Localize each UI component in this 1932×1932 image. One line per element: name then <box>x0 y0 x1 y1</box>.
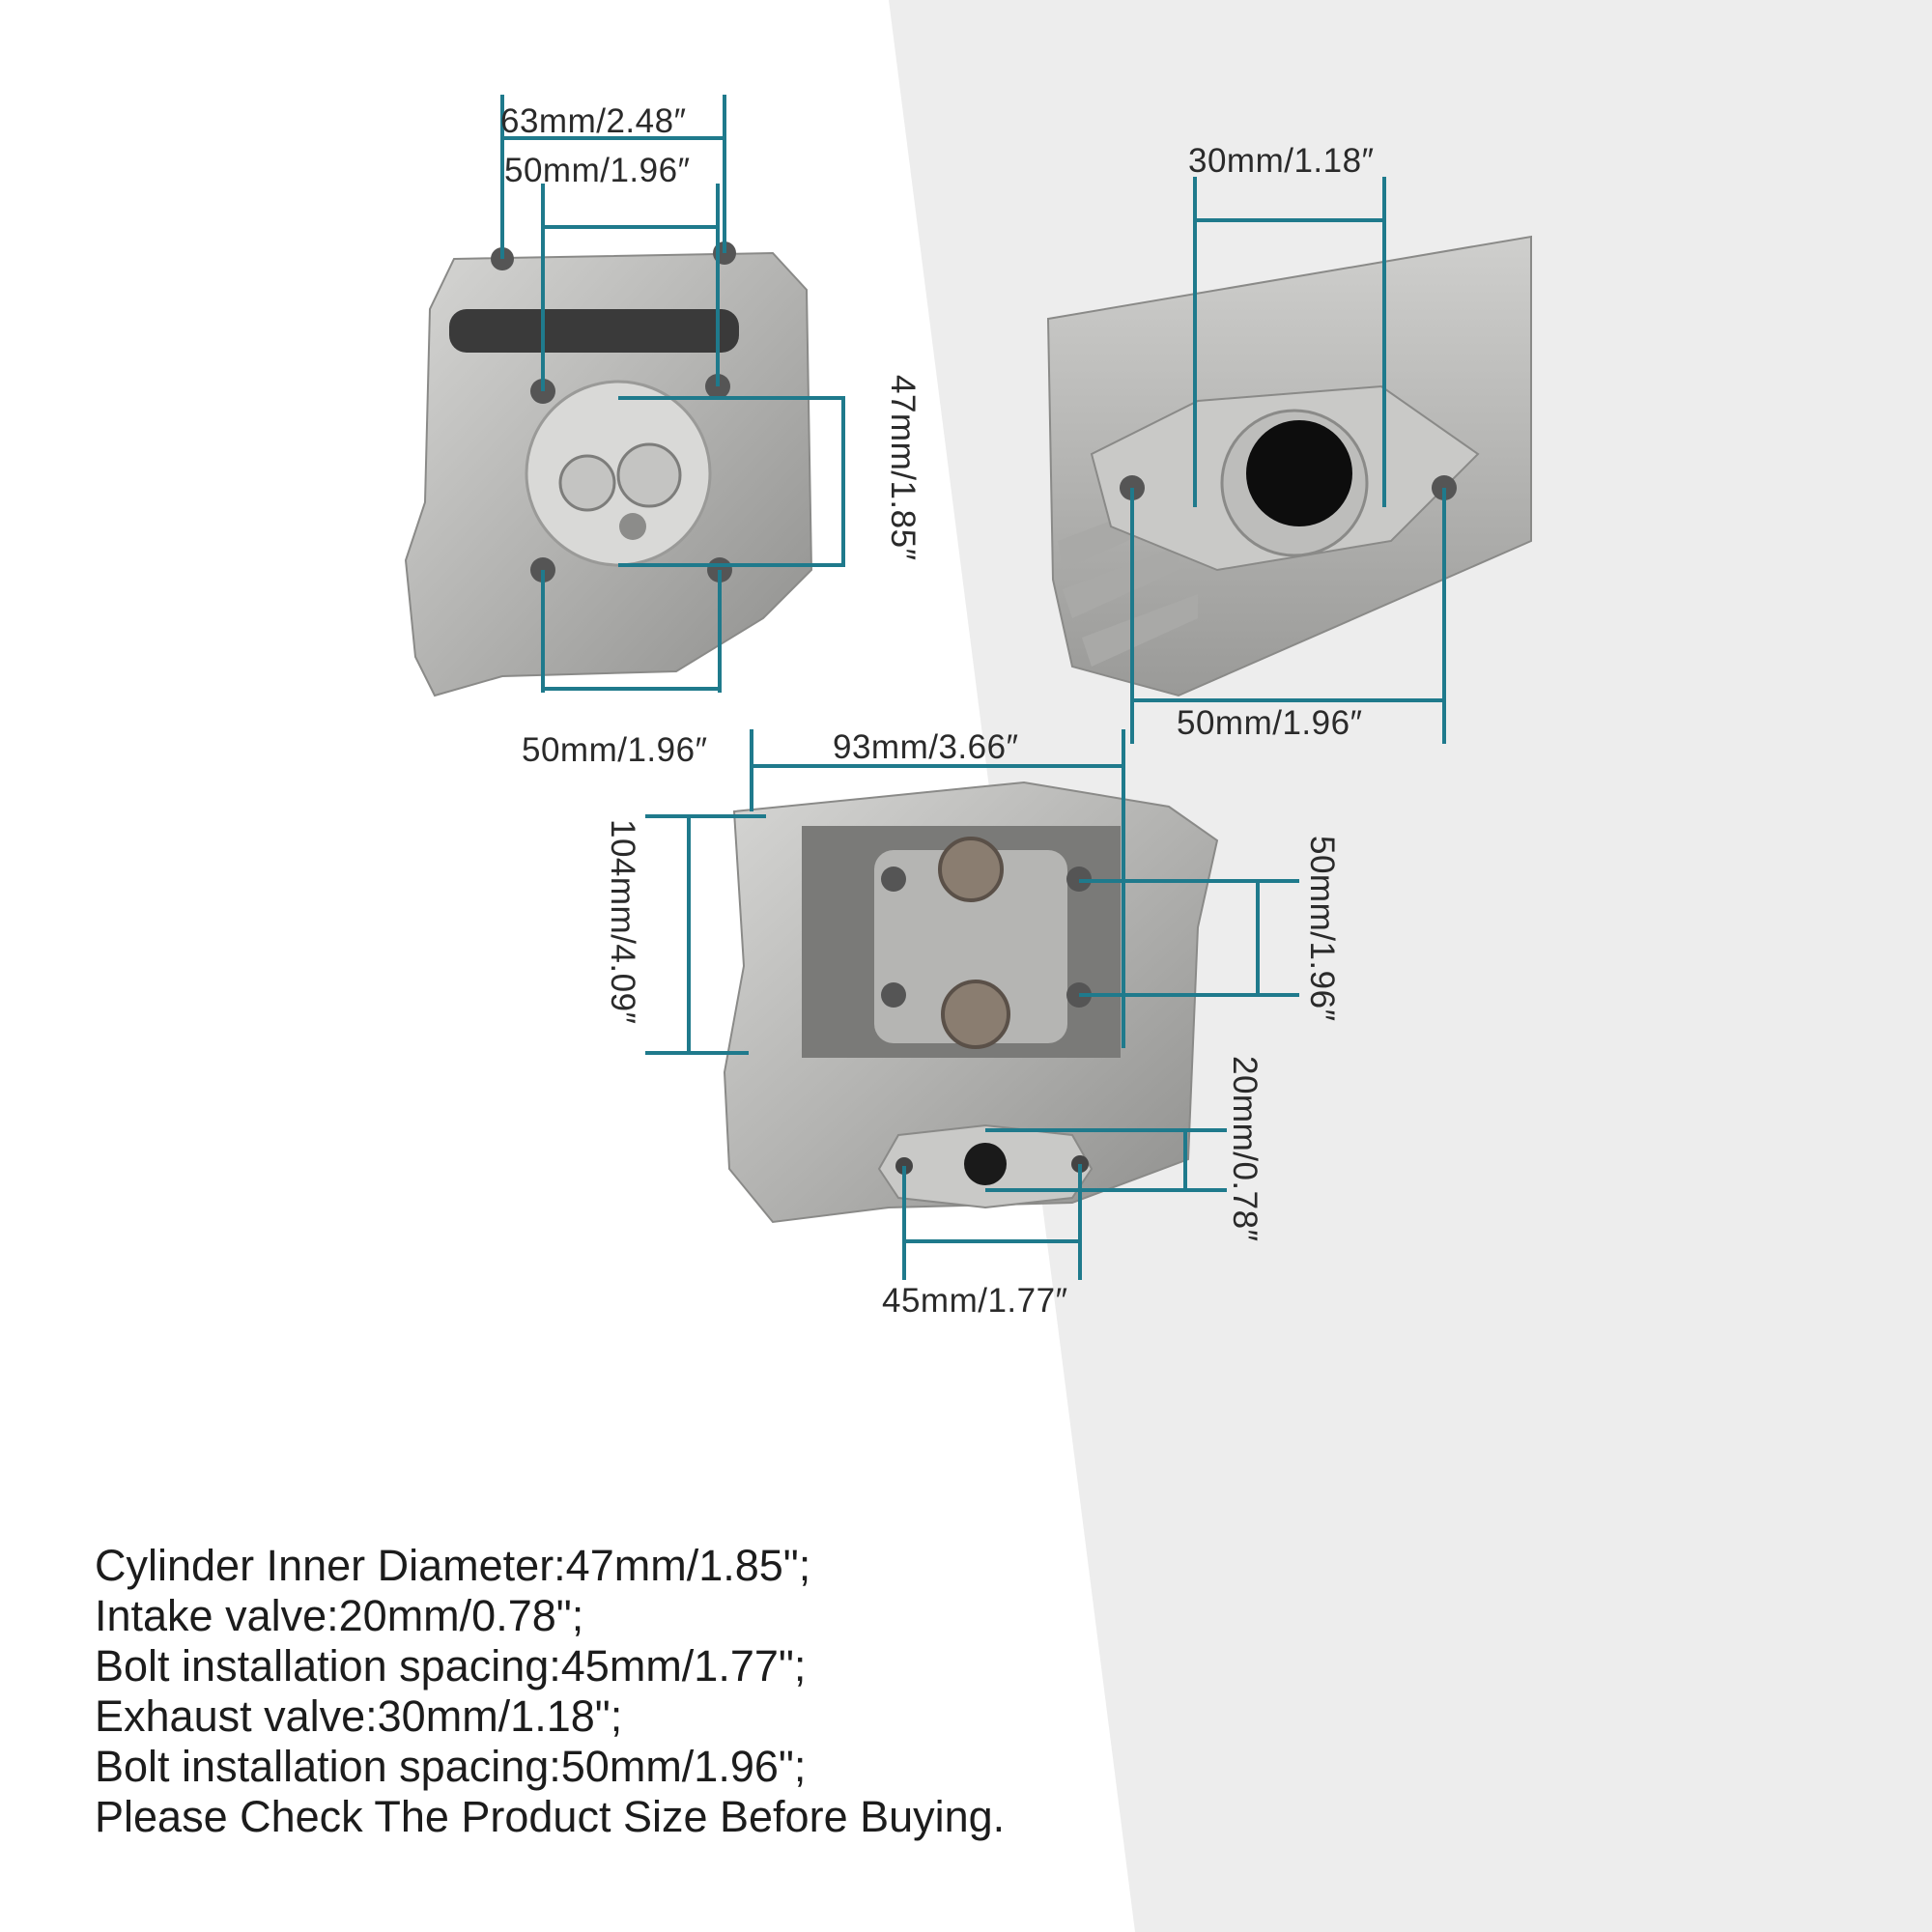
exhaust-port-hole <box>1246 420 1352 526</box>
spec-line: Bolt installation spacing:50mm/1.96"; <box>95 1742 807 1791</box>
fin <box>1082 594 1198 667</box>
camshaft-block <box>874 850 1067 1043</box>
rocker-bolt-hole <box>881 982 906 1008</box>
dim-label-intake-port: 20mm/0.78″ <box>1226 1056 1264 1241</box>
spark-plug-hole <box>619 513 646 540</box>
spec-line: Intake valve:20mm/0.78"; <box>95 1591 584 1640</box>
dim-label-exhaust-port: 30mm/1.18″ <box>1188 142 1374 180</box>
dim-label-head-height: 104mm/4.09″ <box>604 819 641 1024</box>
dim-label-exhaust-bolt: 50mm/1.96″ <box>1177 704 1362 742</box>
dim-label-head-stud: 50mm/1.96″ <box>1303 836 1341 1021</box>
spec-line: Bolt installation spacing:45mm/1.77"; <box>95 1641 807 1690</box>
dim-label-top-bottom-width: 50mm/1.96″ <box>522 731 707 769</box>
dim-label-bore: 47mm/1.85″ <box>884 375 922 560</box>
spec-line: Cylinder Inner Diameter:47mm/1.85"; <box>95 1541 811 1590</box>
valve-right <box>616 442 682 508</box>
valve-spring <box>941 980 1010 1049</box>
intake-port-hole <box>964 1143 1007 1185</box>
spec-line: Please Check The Product Size Before Buy… <box>95 1792 1006 1841</box>
valve-left <box>558 454 616 512</box>
top-view-part <box>404 242 813 697</box>
spec-line: Exhaust valve:30mm/1.18"; <box>95 1691 623 1741</box>
dim-label-head-width: 93mm/3.66″ <box>833 728 1018 766</box>
specifications-text: Cylinder Inner Diameter:47mm/1.85"; Inta… <box>95 1541 1544 1842</box>
dim-label-top-outer-width: 63mm/2.48″ <box>500 102 686 140</box>
valve-spring <box>938 837 1004 902</box>
dim-label-intake-bolt: 45mm/1.77″ <box>882 1282 1067 1320</box>
top-view-intake-slot <box>449 309 739 353</box>
exhaust-view-part <box>1046 235 1532 697</box>
dimension-lines <box>500 95 1446 1280</box>
fin <box>1063 546 1179 618</box>
head-view-part <box>723 781 1219 1224</box>
rocker-bolt-hole <box>881 867 906 892</box>
dim-label-top-inner-width: 50mm/1.96″ <box>504 152 690 189</box>
